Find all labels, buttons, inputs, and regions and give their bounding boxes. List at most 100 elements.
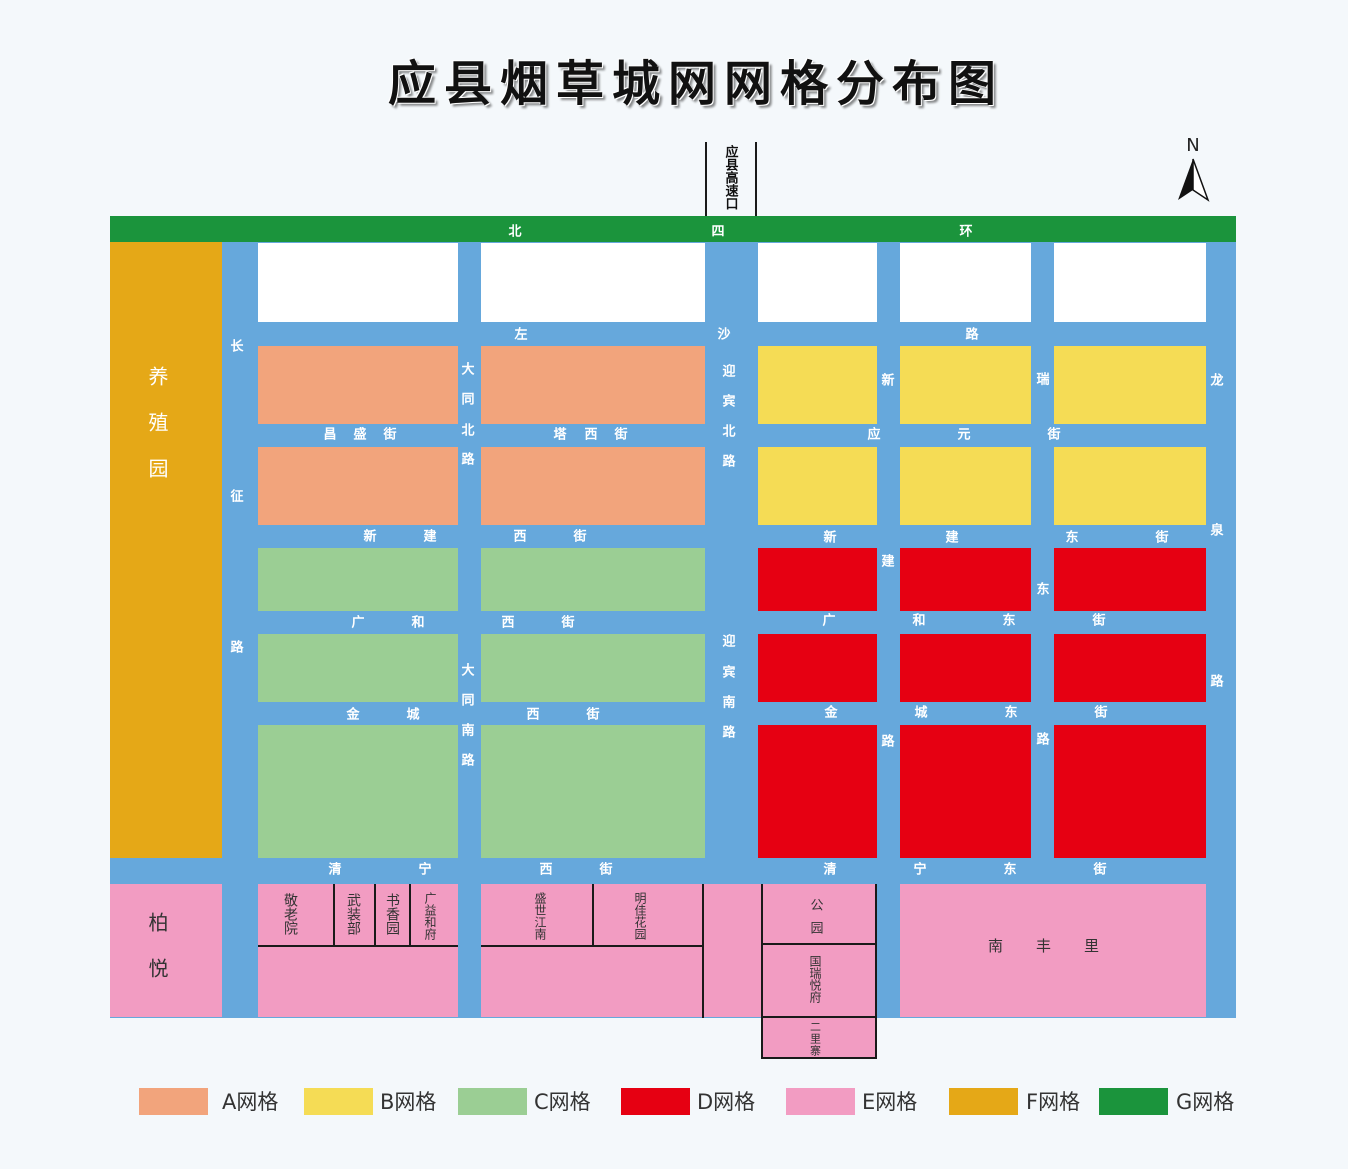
road-label-long-quan-lu: 泉 [1210,523,1224,539]
legend-label-f: F网格 [1026,1090,1081,1114]
area-label-ming-jia-hua-yuan: 明佳花园 [633,892,647,940]
divider-line [592,884,594,946]
road-label-da-tong-nan-lu: 南 [461,723,475,739]
d-grid-block [1054,725,1206,858]
a-grid-block [481,346,705,424]
blank-block [758,243,877,322]
road-label-ta-xi-jie: 街 [614,427,628,443]
highway-exit-line-left [705,142,707,216]
road-label-jin-cheng-dong-jie: 街 [1094,705,1108,721]
road-label-xin-jian-lu: 路 [881,734,895,750]
a-grid-block [481,447,705,525]
d-grid-block [1054,548,1206,611]
road-label-chang-zheng-lu: 征 [230,489,244,505]
road-label-xin-jian-xi-jie: 建 [423,529,437,545]
road-label-ta-xi-jie: 西 [584,427,598,443]
road-label-qing-ning-dong-jie: 清 [823,862,837,878]
map-title: 应县烟草城网网格分布图 [388,56,1005,112]
b-grid-block [1054,447,1206,525]
road-label-qing-ning-xi-jie: 宁 [418,862,432,878]
d-grid-block [900,548,1031,611]
road-label-guang-he-xi-jie: 广 [351,615,365,631]
b-grid-block [758,447,877,525]
road-label-jin-cheng-dong-jie: 金 [824,705,838,721]
g-grid-north-ring [110,216,1236,242]
blank-block [258,243,458,322]
road-label-jin-cheng-dong-jie: 东 [1004,705,1018,721]
road-label-guang-he-dong-jie: 街 [1092,613,1106,629]
divider-line [761,1016,877,1018]
legend-swatch-b [304,1088,373,1115]
blank-block [900,243,1031,322]
d-grid-block [758,548,877,611]
road-label-rui-dong-lu: 瑞 [1036,372,1050,388]
road-label-ying-bin-nan-lu: 迎 [722,634,736,650]
legend-swatch-e [786,1088,855,1115]
road-label-jin-cheng-dong-jie: 城 [914,705,928,721]
road-label-zuo-sha-lu: 沙 [717,327,731,343]
road-label-bei-si-huan: 环 [959,224,973,240]
legend-label-d: D网格 [697,1090,756,1114]
road-label-da-tong-bei-lu: 北 [461,423,475,439]
road-label-xin-jian-xi-jie: 新 [363,529,377,545]
divider-line [258,945,458,947]
d-grid-block [1054,634,1206,702]
road-label-rui-dong-lu: 东 [1036,582,1050,598]
divider-line [374,884,376,946]
blank-block [481,243,705,322]
b-grid-block [900,447,1031,525]
road-label-xin-jian-xi-jie: 街 [573,529,587,545]
area-label-er-li-zhai: 二里寨 [808,1021,822,1057]
road-label-ying-yuan-jie: 元 [957,427,971,443]
d-grid-block [758,634,877,702]
e-grid-block-bai-yue [110,884,222,1017]
road-label-rui-dong-lu: 路 [1036,732,1050,748]
road-label-bei-si-huan: 四 [711,224,725,240]
legend-swatch-g [1099,1088,1168,1115]
highway-exit-line-right [755,142,757,216]
road-label-xin-jian-dong-jie: 街 [1155,530,1169,546]
road-label-da-tong-bei-lu: 大 [461,362,475,378]
area-label-gong-yuan: 公园 [807,898,823,944]
highway-exit-label: 应县高速口 [722,145,738,210]
road-label-qing-ning-dong-jie: 街 [1093,862,1107,878]
road-label-ying-bin-bei-lu: 宾 [722,394,736,410]
c-grid-block [481,634,705,702]
legend-swatch-d [621,1088,690,1115]
a-grid-block [258,447,458,525]
c-grid-block [258,725,458,858]
road-label-long-quan-lu: 路 [1210,674,1224,690]
road-label-da-tong-nan-lu: 大 [461,663,475,679]
road-label-xin-jian-xi-jie: 西 [513,529,527,545]
f-grid-block [110,242,222,858]
d-grid-block [900,725,1031,858]
road-label-jin-cheng-xi-jie: 城 [406,707,420,723]
road-label-zuo-sha-lu: 路 [965,327,979,343]
road-label-guang-he-xi-jie: 和 [411,615,425,631]
road-label-ying-bin-bei-lu: 迎 [722,364,736,380]
road-label-guang-he-dong-jie: 和 [912,613,926,629]
divider-line [409,884,411,946]
e-grid-block-er-li-zhai [762,1017,876,1058]
road-label-ying-bin-bei-lu: 路 [722,454,736,470]
road-label-guang-he-dong-jie: 广 [822,613,836,629]
c-grid-block [481,548,705,611]
blank-block [1054,243,1206,322]
legend-swatch-c [458,1088,527,1115]
area-label-bai-yue: 柏悦 [145,912,169,1004]
road-label-da-tong-bei-lu: 路 [461,452,475,468]
road-label-da-tong-nan-lu: 同 [461,693,475,709]
b-grid-block [758,346,877,424]
road-label-qing-ning-xi-jie: 西 [539,862,553,878]
road-label-chang-zheng-lu: 长 [230,339,244,355]
legend-label-e: E网格 [862,1090,918,1114]
legend-label-b: B网格 [380,1090,437,1114]
road-label-qing-ning-dong-jie: 宁 [913,862,927,878]
road-label-xin-jian-dong-jie: 建 [945,530,959,546]
area-label-guang-yi-he-fu: 广益和府 [423,892,437,940]
area-label-wu-zhuang-bu: 武装部 [345,893,361,935]
legend-label-a: A网格 [222,1090,279,1114]
area-label-nan-feng-li: 南丰里 [988,937,1133,955]
road-label-ying-bin-bei-lu: 北 [722,424,736,440]
road-label-xin-jian-dong-jie: 东 [1065,530,1079,546]
